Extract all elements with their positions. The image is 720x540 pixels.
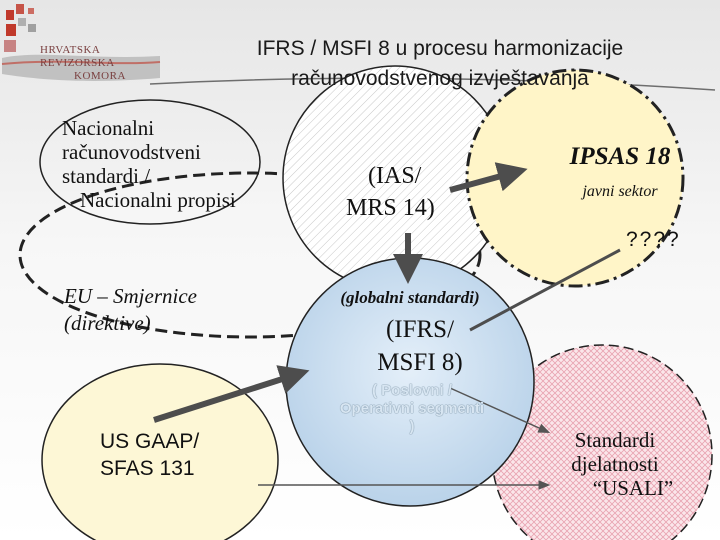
ipsas-title: IPSAS 18 <box>569 143 671 170</box>
segments-line-1: ( Poslovni / <box>371 382 452 399</box>
us-gaap-label: US GAAP/ SFAS 131 <box>100 428 260 482</box>
ias-line-2: MRS 14) <box>346 195 435 221</box>
segments-label: ( Poslovni / Operativni segmenti ) <box>312 382 512 436</box>
ipsas-question: ???? <box>626 228 681 251</box>
usali-line-2: djelatnosti <box>571 452 659 476</box>
national-standards-label: Nacionalni računovodstveni standardi / N… <box>62 116 282 212</box>
us-gaap-line-2: SFAS 131 <box>100 457 195 480</box>
eu-line-1: EU – Smjernice <box>64 284 197 308</box>
arrow-segments-to-usali <box>449 387 551 433</box>
national-line-2: računovodstveni <box>62 140 201 164</box>
logo-line-2: KOMORA <box>74 70 126 82</box>
logo-line-1: HRVATSKA REVIZORSKA <box>40 44 115 69</box>
us-gaap-ellipse <box>41 363 279 540</box>
ipsas-circle <box>465 68 685 288</box>
usali-label: Standardi djelatnosti “USALI” <box>535 428 695 500</box>
ifrs-line-2: MSFI 8) <box>377 349 463 376</box>
usali-line-1: Standardi <box>574 428 656 452</box>
national-line-4: Nacionalni propisi <box>80 188 236 212</box>
segments-line-2: Operativni segmenti <box>339 400 485 417</box>
arrow-ias-to-ipsas <box>449 162 528 193</box>
ifrs-line-1: (IFRS/ <box>385 316 455 343</box>
national-line-1: Nacionalni <box>62 116 155 140</box>
ipsas-subtitle: javni sektor <box>582 183 658 200</box>
logo-text: HRVATSKA REVIZORSKA KOMORA <box>40 44 158 83</box>
national-ellipse <box>39 99 261 225</box>
page-title: IFRS / MSFI 8 u procesu harmonizacije ra… <box>160 34 720 94</box>
line-ifrs-to-q <box>469 248 621 332</box>
us-gaap-line-1: US GAAP/ <box>100 430 200 453</box>
title-line-2: računovodstvenog izvještavanja <box>291 67 589 90</box>
eu-label: EU – Smjernice (direktive) <box>64 283 264 337</box>
ifrs-label: (IFRS/ MSFI 8) <box>320 313 520 379</box>
logo-mark <box>1 4 161 81</box>
eu-line-2: (direktive) <box>64 311 151 335</box>
ias-label: (IAS/ MRS 14) <box>346 160 466 224</box>
global-standards-label: (globalni standardi) <box>340 288 480 307</box>
national-line-3: standardi / <box>62 164 151 188</box>
title-line-1: IFRS / MSFI 8 u procesu harmonizacije <box>256 37 624 60</box>
segments-line-3: ) <box>409 418 415 435</box>
arrow-usgaap-to-global <box>153 365 310 423</box>
ias-line-1: (IAS/ <box>368 163 422 189</box>
usali-line-3: “USALI” <box>592 476 674 500</box>
